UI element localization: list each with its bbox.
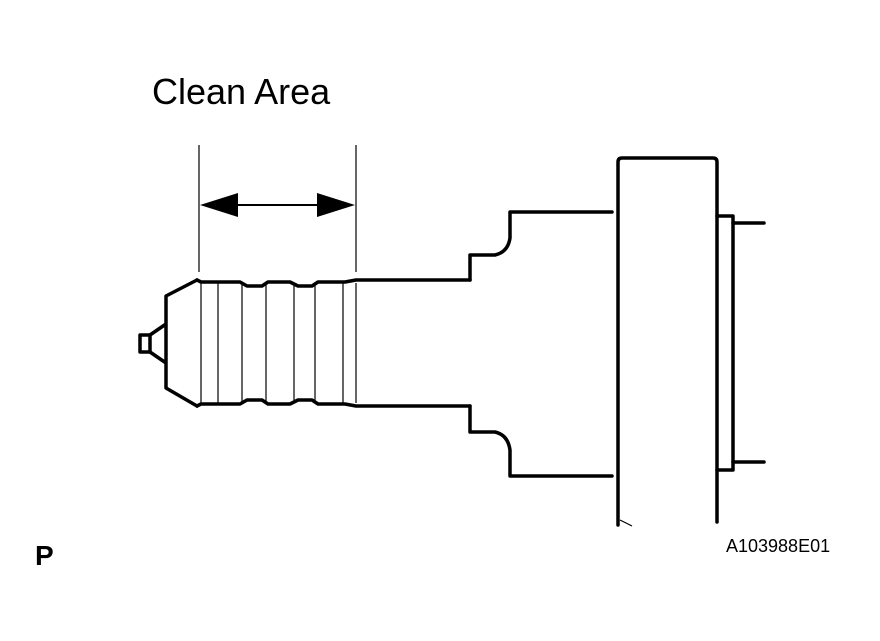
- shoulder-bottom: [468, 404, 614, 478]
- corner-label: P: [35, 540, 54, 571]
- arrowhead-right-icon: [317, 193, 355, 217]
- flange-body: [616, 156, 719, 527]
- probe-tip: [138, 333, 152, 354]
- arrowhead-left-icon: [200, 193, 238, 217]
- clean-area-bottom-edge: [195, 398, 472, 408]
- flange-corner: [619, 519, 633, 527]
- clean-area-top-edge: [195, 278, 472, 288]
- probe-nose-cone: [148, 278, 199, 408]
- figure-code: A103988E01: [726, 536, 830, 556]
- clean-area-label: Clean Area: [152, 71, 331, 112]
- shoulder-top: [468, 210, 614, 282]
- connector-plate: [715, 214, 735, 472]
